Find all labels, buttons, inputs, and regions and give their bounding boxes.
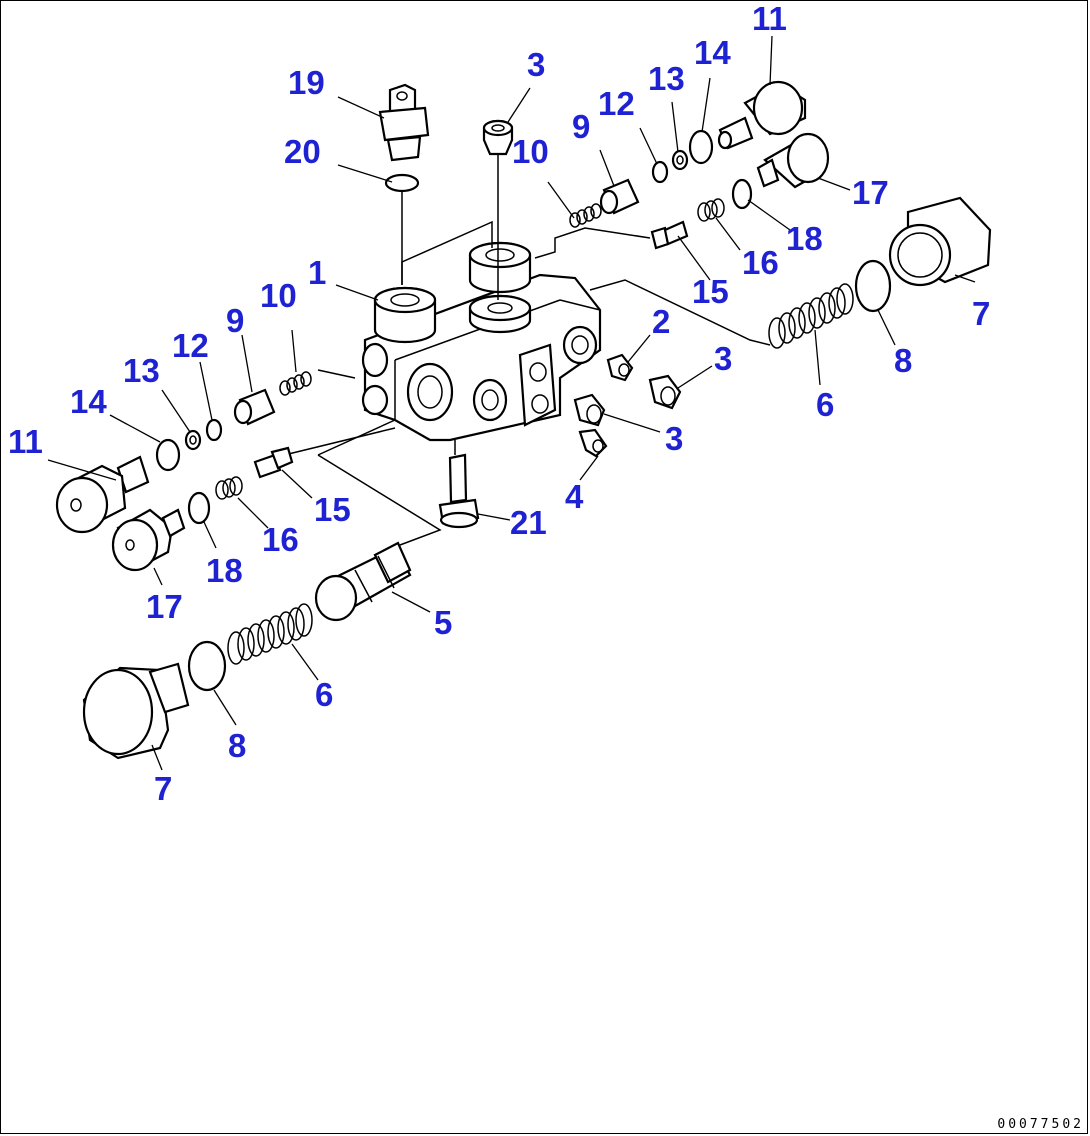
callout-8: 8 <box>894 342 912 379</box>
callout-7: 7 <box>972 295 990 332</box>
part-9-piston-lower <box>233 388 276 426</box>
callout-numbers: 19 20 3 10 9 12 13 14 11 17 18 16 15 7 8… <box>8 0 990 807</box>
part-21-bolt <box>438 453 480 529</box>
callout-2: 2 <box>652 303 670 340</box>
callout-12: 12 <box>598 85 635 122</box>
callout-3: 3 <box>714 340 732 377</box>
part-16-spring-upper <box>697 198 725 222</box>
part-11-relief-valve-lower <box>55 455 150 534</box>
callout-12: 12 <box>172 327 209 364</box>
callout-10: 10 <box>512 133 549 170</box>
part-20-o-ring <box>384 173 420 193</box>
callout-4: 4 <box>565 478 584 515</box>
callout-17: 17 <box>146 588 183 625</box>
part-18-o-ring-upper <box>731 178 753 210</box>
callout-14: 14 <box>70 383 107 420</box>
callout-10: 10 <box>260 277 297 314</box>
part-5-spool <box>314 541 412 622</box>
part-3-plug-right <box>648 374 682 410</box>
callout-5: 5 <box>434 604 452 641</box>
part-15-spool-upper <box>650 220 689 250</box>
callout-7: 7 <box>154 770 172 807</box>
callout-15: 15 <box>314 491 351 528</box>
callout-11: 11 <box>8 423 43 460</box>
part-4-plug <box>578 428 608 458</box>
part-16-spring-lower <box>215 476 243 500</box>
callout-6: 6 <box>816 386 834 423</box>
callout-16: 16 <box>262 521 299 558</box>
part-11-relief-valve-upper <box>717 80 807 150</box>
part-3-plug-upper <box>482 119 514 156</box>
callout-17: 17 <box>852 174 889 211</box>
part-3-plug-middle <box>573 393 606 427</box>
part-10-spring-upper <box>569 203 602 228</box>
callout-8: 8 <box>228 727 246 764</box>
callout-16: 16 <box>742 244 779 281</box>
callout-leaders <box>47 35 976 771</box>
part-8-o-ring-upper <box>854 259 892 313</box>
callout-19: 19 <box>288 64 325 101</box>
callout-9: 9 <box>226 302 244 339</box>
callout-18: 18 <box>206 552 243 589</box>
callout-6: 6 <box>315 676 333 713</box>
callout-20: 20 <box>284 133 321 170</box>
callout-21: 21 <box>510 504 547 541</box>
callout-14: 14 <box>694 34 731 71</box>
part-6-spring-lower <box>227 603 313 665</box>
part-9-piston-upper <box>599 178 640 215</box>
part-17-plug-upper <box>756 132 830 189</box>
part-13-washer-lower <box>184 429 202 451</box>
part-8-o-ring-lower <box>187 640 227 692</box>
part-14-o-ring-lower <box>155 438 181 472</box>
valve-body <box>361 241 602 442</box>
part-7-cap-upper <box>888 196 992 287</box>
callout-15: 15 <box>692 273 729 310</box>
callout-13: 13 <box>123 352 160 389</box>
callout-9: 9 <box>572 108 590 145</box>
callout-11: 11 <box>752 0 787 37</box>
callout-3: 3 <box>527 46 545 83</box>
part-12-ring-lower <box>205 418 223 442</box>
part-12-ring-upper <box>651 160 669 184</box>
callout-13: 13 <box>648 60 685 97</box>
part-19-pressure-switch <box>378 83 430 162</box>
part-2-plug <box>606 353 634 382</box>
callout-1: 1 <box>308 254 326 291</box>
assembly-lines <box>271 150 771 546</box>
drawing-code: 00077502 <box>997 1117 1084 1132</box>
part-15-spool-lower <box>253 446 294 479</box>
part-14-o-ring-upper <box>688 129 714 165</box>
part-13-washer-upper <box>671 149 689 171</box>
part-7-cap-lower <box>82 662 190 760</box>
callout-18: 18 <box>786 220 823 257</box>
callout-3: 3 <box>665 420 683 457</box>
part-18-o-ring-lower <box>187 491 211 525</box>
part-17-plug-lower <box>111 508 186 572</box>
part-6-spring-upper <box>768 283 854 349</box>
part-10-spring-lower <box>279 371 312 396</box>
